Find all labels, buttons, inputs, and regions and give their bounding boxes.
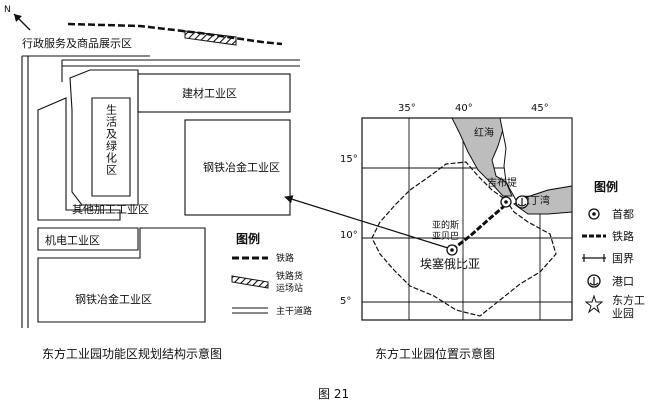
left-legend-road: 主干道路 [276,305,312,317]
zone-living: 生活及绿化区 [105,103,118,176]
port-icon [515,195,529,209]
label-addis-1: 亚的斯 [432,219,459,231]
railway-right [451,198,512,252]
railway-line-top [67,22,283,46]
right-caption: 东方工业园位置示意图 [375,346,495,361]
zone-steel-1: 钢铁冶金工业区 [203,160,280,174]
right-legend-park-2: 业园 [612,307,634,320]
zone-building: 建材工业区 [182,86,237,100]
left-legend-rail: 铁路 [276,252,294,264]
djibouti-capital-icon [500,196,512,208]
label-addis-2: 亚贝巴 [432,231,459,242]
left-legend: 图例 铁路 铁路货 运场站 主干道路 [231,231,312,317]
label-red-sea: 红海 [474,126,494,139]
legend-park-star-icon [584,294,604,314]
north-label: N [4,5,11,15]
figure-label: 图 21 [318,387,349,401]
left-map: N 行政服务及商品展示区 建材工业区 生活及绿化区 钢铁冶金工业区 [4,5,312,361]
right-legend-capital: 首都 [612,207,634,221]
left-legend-yard-1: 铁路货 [276,270,303,282]
right-legend-rail: 铁路 [612,230,634,243]
lon-tick-45: 45° [531,103,549,114]
right-legend-port: 港口 [612,275,634,288]
left-legend-title: 图例 [236,231,260,246]
lat-tick-15: 15° [340,154,358,165]
capital-icon [446,244,458,256]
legend-yard-icon [231,275,269,289]
right-legend: 图例 首都 铁路 国界 港口 东方工 业园 [582,179,645,320]
lon-tick-35: 35° [398,103,416,114]
left-caption: 东方工业园功能区规划结构示意图 [42,346,222,361]
zone-mech: 机电工业区 [45,233,100,247]
lat-tick-5: 5° [340,296,351,307]
right-legend-border: 国界 [612,252,634,265]
zone-other: 其他加工工业区 [72,203,149,216]
zone-admin: 行政服务及商品展示区 [22,36,132,50]
right-legend-park-1: 东方工 [612,293,645,307]
lat-tick-10: 10° [340,230,358,241]
right-legend-title: 图例 [594,179,618,194]
zone-blocks [37,69,291,323]
right-map: 35° 40° 45° 15° 10° 5° 红海 吉布提 亚丁湾 亚的斯 亚贝… [340,103,645,361]
label-ethiopia: 埃塞俄比亚 [420,256,480,271]
pointer-arrow [284,195,449,249]
north-arrow-icon: N [4,5,31,31]
zone-steel-2: 钢铁冶金工业区 [75,292,152,306]
legend-border-icon [582,254,606,262]
main-roads [21,55,300,328]
legend-port-icon [587,274,601,288]
lon-tick-40: 40° [455,103,473,114]
left-legend-yard-2: 运场站 [276,282,303,294]
label-djibouti: 吉布提 [487,177,517,189]
ethiopia-border [371,161,557,317]
